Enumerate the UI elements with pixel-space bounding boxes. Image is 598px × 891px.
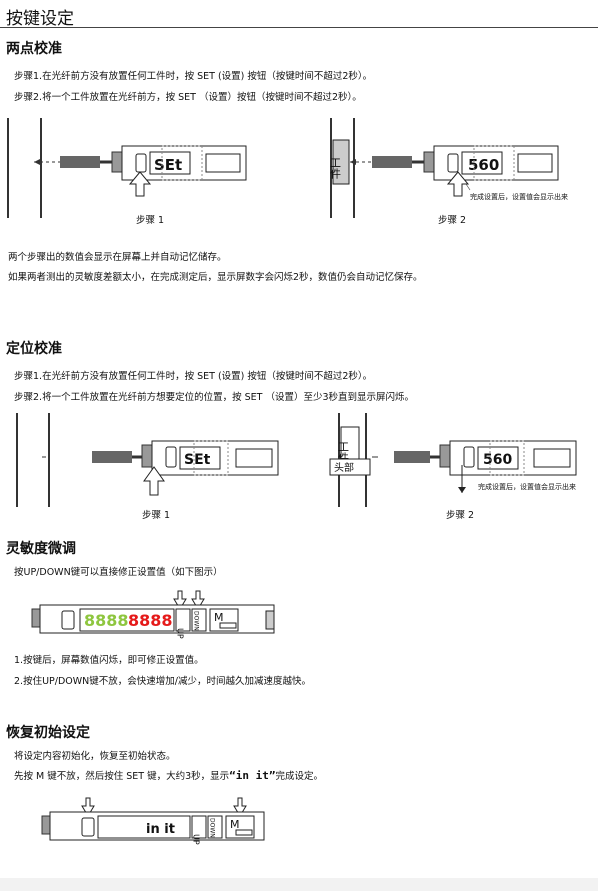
fine-tune-m-label: M	[214, 611, 224, 624]
position-diagram: SEt 工件 头部 560	[16, 413, 577, 507]
two-point-step1: 步骤1.在光纤前方没有放置任何工件时，按 SET (设置) 按钮（按键时间不超过…	[14, 71, 373, 82]
arrow-up-icon	[128, 171, 152, 197]
title-divider	[0, 27, 598, 28]
two-point-display-1: SEt	[154, 156, 182, 174]
position-workpiece-label: 工件	[337, 441, 350, 464]
position-note: 完成设置后，设置值会显示出来	[478, 483, 576, 491]
two-point-note: 完成设置后，设置值会显示出来	[470, 193, 568, 201]
position-step2: 步骤2.将一个工件放置在光纤前方想要定位的位置，按 SET （设置）至少3秒直到…	[14, 392, 414, 403]
reset-m-label: M	[230, 818, 240, 831]
section-heading-fine-tune: 灵敏度微调	[6, 541, 76, 557]
two-point-caption-1: 步骤 1	[136, 215, 165, 226]
up-button	[191, 815, 207, 839]
two-point-display-2: 560	[468, 156, 499, 174]
reset-display: in it	[146, 822, 175, 837]
position-head-label: 头部	[334, 461, 354, 474]
up-button	[175, 608, 191, 632]
section-heading-two-point: 两点校准	[6, 41, 62, 57]
two-point-para-2: 如果两者测出的灵敏度差额太小，在完成测定后，显示屏数字会闪烁2秒，数值仍会自动记…	[8, 272, 423, 283]
section-heading-reset: 恢复初始设定	[6, 725, 90, 741]
position-caption-1: 步骤 1	[142, 510, 171, 521]
fine-tune-item-2: 2.按住UP/DOWN键不放，会快速增加/减少，时间越久加减速度越快。	[14, 676, 311, 687]
down-button	[207, 815, 223, 839]
position-caption-2: 步骤 2	[446, 510, 475, 521]
two-point-para-1: 两个步骤出的数值会显示在屏幕上并自动记忆储存。	[8, 252, 227, 263]
fine-tune-down-label: DOWN	[193, 611, 200, 631]
fine-tune-green-digits: 8888	[84, 611, 129, 630]
two-point-caption-2: 步骤 2	[438, 215, 467, 226]
arrow-down-icon	[81, 797, 95, 817]
arrow-up-icon	[143, 466, 165, 496]
two-point-step2: 步骤2.将一个工件放置在光纤前方，按 SET （设置）按钮（按键时间不超过2秒）…	[14, 92, 362, 103]
page-title: 按键设定	[6, 9, 74, 29]
reset-up-label: UP	[192, 834, 201, 845]
reset-line-2b: 完成设定。	[275, 771, 324, 782]
fine-tune-intro: 按UP/DOWN键可以直接修正设置值（如下图示）	[14, 567, 223, 578]
reset-down-label: DOWN	[209, 818, 216, 838]
position-display-1: SEt	[184, 452, 211, 468]
bottom-band	[0, 878, 598, 891]
arrow-down-icon	[233, 797, 247, 817]
reset-line-2-display: “in it”	[229, 769, 276, 782]
section-heading-position: 定位校准	[6, 341, 62, 357]
two-point-workpiece-label: 工件	[329, 157, 342, 180]
fine-tune-up-label: UP	[176, 628, 185, 639]
reset-line-1: 将设定内容初始化，恢复至初始状态。	[14, 751, 176, 762]
fine-tune-item-1: 1.按键后，屏幕数值闪烁，即可修正设置值。	[14, 655, 204, 666]
fine-tune-red-digits: 8888	[128, 611, 173, 630]
fine-tune-device: 8888 8888 UP DOWN M	[31, 590, 275, 639]
reset-line-2: 先按 M 键不放，然后按住 SET 键，大约3秒，显示“in it”完成设定。	[14, 768, 323, 782]
down-button	[191, 608, 207, 632]
reset-line-2a: 先按 M 键不放，然后按住 SET 键，大约3秒，显示	[14, 771, 230, 782]
position-step1: 步骤1.在光纤前方没有放置任何工件时，按 SET (设置) 按钮（按键时间不超过…	[14, 371, 373, 382]
position-display-2: 560	[483, 452, 512, 468]
arrow-down-icon	[191, 590, 205, 610]
arrow-down-icon	[173, 590, 187, 610]
two-point-diagram: SEt 工件 560	[7, 118, 559, 218]
arrow-up-icon	[446, 171, 470, 197]
reset-device: in it UP DOWN M	[41, 797, 265, 845]
